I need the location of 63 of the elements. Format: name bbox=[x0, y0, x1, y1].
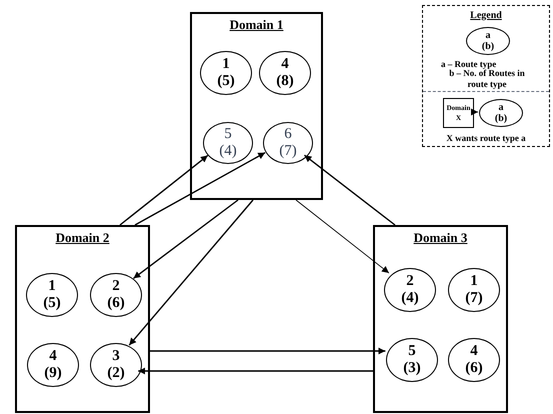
arrow bbox=[120, 154, 208, 226]
route-ellipse bbox=[479, 99, 523, 127]
route-type: 5 bbox=[408, 343, 416, 360]
domain-box bbox=[373, 225, 508, 413]
route-ellipse bbox=[27, 343, 79, 387]
route-type: 1 bbox=[470, 273, 478, 290]
domain-box bbox=[190, 12, 323, 200]
route-type: a bbox=[498, 102, 504, 113]
route-type: 5 bbox=[224, 126, 232, 143]
route-count: (6) bbox=[107, 295, 125, 312]
route-type: 3 bbox=[112, 348, 120, 365]
route-ellipse bbox=[466, 27, 510, 55]
route-type: a bbox=[486, 30, 490, 41]
route-count: (7) bbox=[279, 143, 297, 160]
route-count: (4) bbox=[219, 143, 237, 160]
legend-box bbox=[422, 5, 550, 147]
route-count: (8) bbox=[276, 73, 294, 90]
route-count: (9) bbox=[44, 365, 62, 382]
arrow bbox=[133, 199, 238, 279]
arrow bbox=[150, 348, 386, 354]
arrow bbox=[134, 152, 266, 226]
route-ellipse bbox=[90, 273, 142, 317]
arrow bbox=[304, 154, 396, 226]
route-count: (b) bbox=[482, 41, 494, 52]
route-count: (6) bbox=[465, 360, 483, 377]
route-count: (5) bbox=[217, 73, 235, 90]
route-ellipse bbox=[203, 122, 253, 164]
route-ellipse bbox=[26, 273, 78, 317]
route-ellipse bbox=[263, 122, 313, 164]
route-ellipse bbox=[386, 338, 438, 382]
route-type: 2 bbox=[406, 273, 414, 290]
route-count: (5) bbox=[43, 295, 61, 312]
route-ellipse bbox=[448, 268, 500, 312]
route-type: 6 bbox=[284, 126, 292, 143]
route-type: 1 bbox=[222, 56, 230, 73]
arrow bbox=[138, 368, 373, 374]
legend-note: X wants route type a bbox=[445, 132, 527, 145]
route-ellipse bbox=[259, 51, 311, 95]
legend-note: b – No. of Routes in route type bbox=[448, 68, 526, 90]
route-count: (4) bbox=[401, 290, 419, 307]
domain-title: Domain 3 bbox=[412, 229, 468, 247]
route-ellipse bbox=[90, 343, 142, 387]
arrow bbox=[471, 108, 478, 116]
domain-title: Domain 1 bbox=[228, 16, 284, 34]
arrow bbox=[128, 200, 254, 346]
route-type: 4 bbox=[281, 56, 289, 73]
route-ellipse bbox=[200, 51, 252, 95]
domain-box bbox=[15, 225, 150, 413]
route-type: 4 bbox=[470, 343, 478, 360]
route-type: 4 bbox=[49, 348, 57, 365]
route-count: (2) bbox=[107, 365, 125, 382]
route-count: (7) bbox=[465, 290, 483, 307]
route-ellipse bbox=[384, 268, 436, 312]
route-ellipse bbox=[448, 338, 500, 382]
route-count: (3) bbox=[403, 360, 421, 377]
legend-note: a – Route type bbox=[441, 58, 496, 70]
domain-box bbox=[443, 98, 474, 128]
arrow bbox=[296, 200, 390, 274]
route-type: 2 bbox=[112, 278, 120, 295]
route-count: (b) bbox=[494, 113, 508, 124]
domain-title: Domain 2 bbox=[54, 229, 110, 247]
legend-title: Legend bbox=[469, 9, 503, 23]
route-type: 1 bbox=[48, 278, 56, 295]
